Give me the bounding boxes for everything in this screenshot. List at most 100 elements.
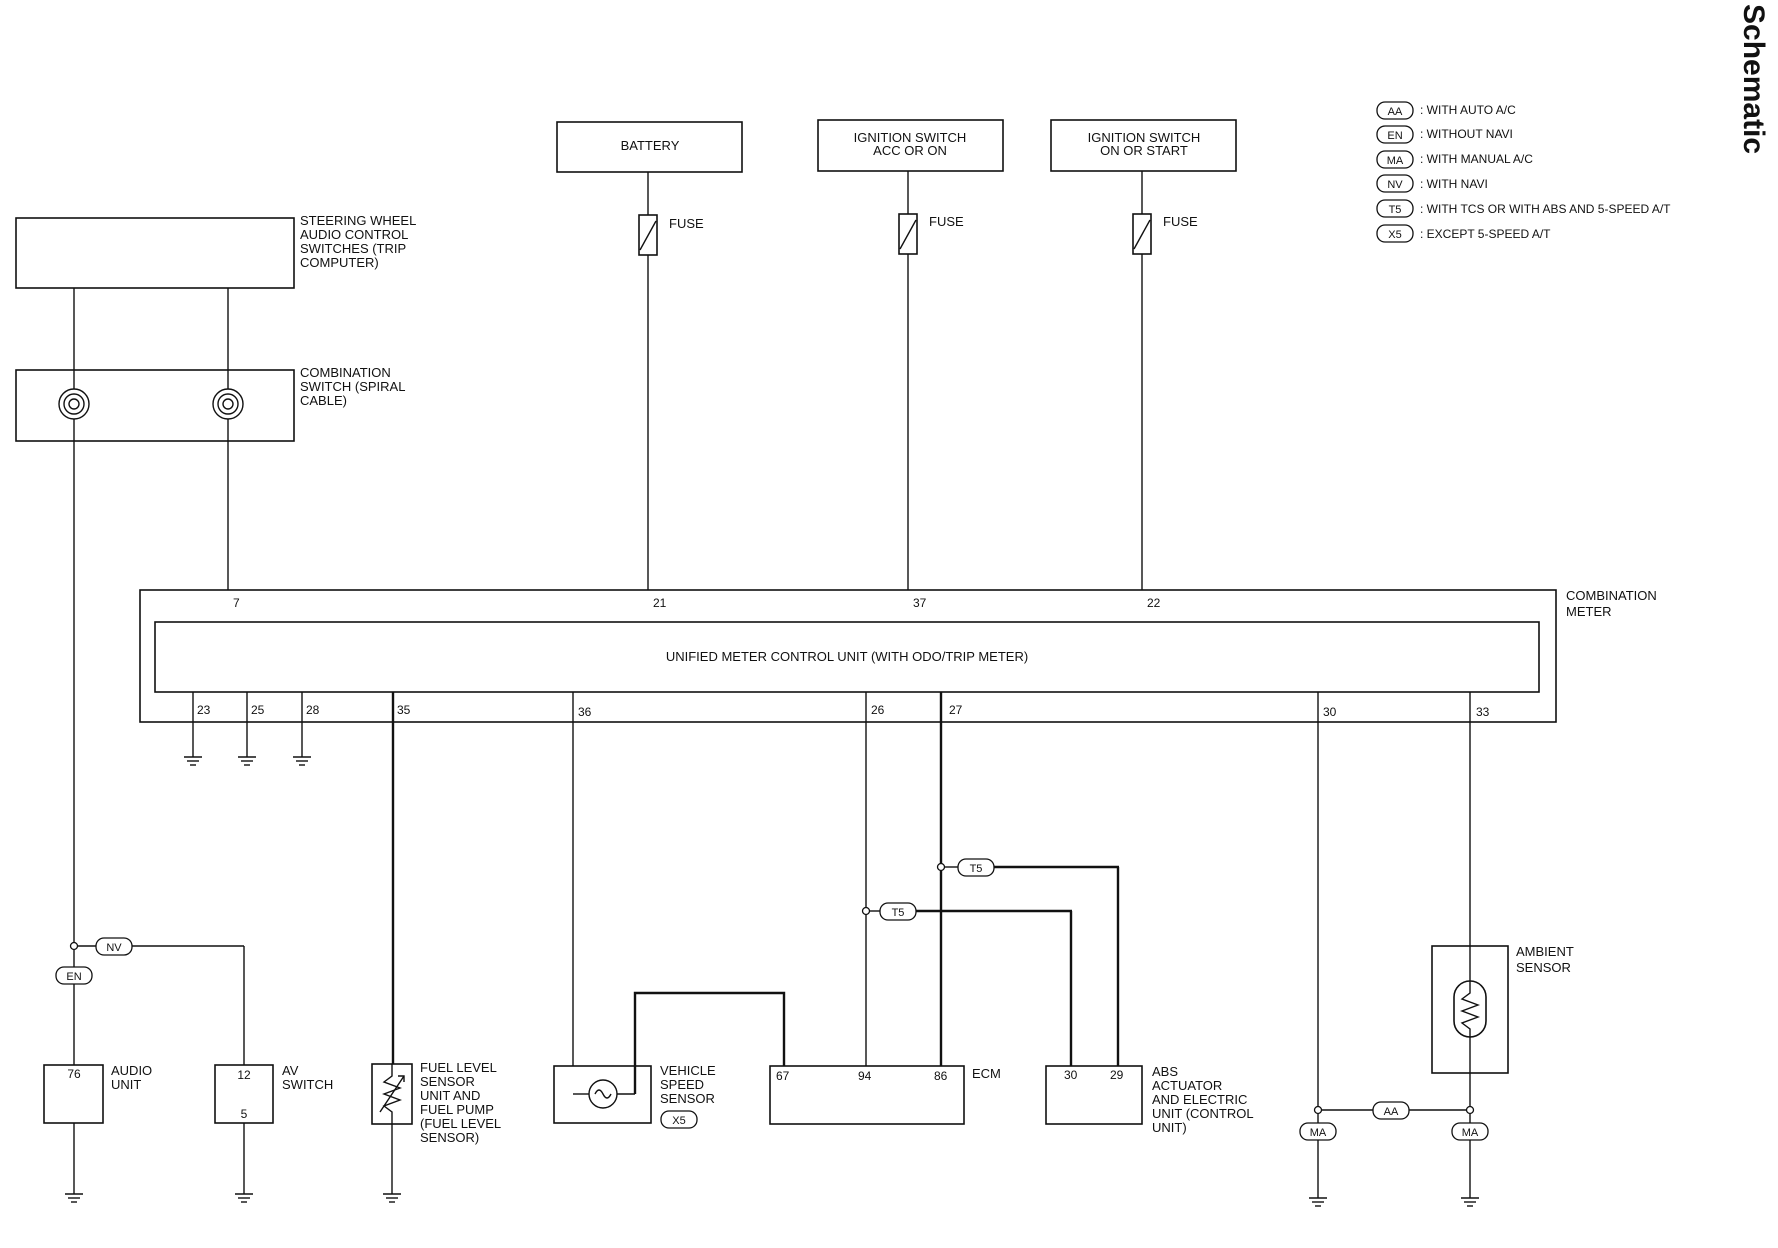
ignition-acc-box: IGNITION SWITCH ACC OR ON — [817, 119, 1004, 172]
legend-tag-en: EN — [1376, 125, 1414, 144]
svg-text:T5: T5 — [1389, 204, 1402, 216]
tag-nv: NV — [95, 937, 133, 956]
legend-text-t5: : WITH TCS OR WITH ABS AND 5-SPEED A/T — [1420, 202, 1671, 216]
svg-text:X5: X5 — [1388, 229, 1401, 241]
ground-pins-23-25-28 — [183, 692, 312, 766]
pin-37: 37 — [913, 596, 927, 610]
legend-tag-ma: MA — [1376, 150, 1414, 169]
svg-text:FUSE: FUSE — [1163, 214, 1198, 229]
svg-text:MA: MA — [1310, 1127, 1327, 1139]
audio-pin-76: 76 — [67, 1067, 81, 1081]
combination-meter-label-line1: COMBINATION — [1566, 588, 1657, 603]
fuel-sensor-label-line1: FUEL LEVEL — [420, 1060, 497, 1075]
legend-tag-x5: X5 — [1376, 224, 1414, 243]
aa-ma-branch — [1308, 1105, 1480, 1207]
abs-pin-29: 29 — [1110, 1068, 1124, 1082]
pin-21: 21 — [653, 596, 667, 610]
svg-text:AA: AA — [1384, 1106, 1399, 1118]
tag-en: EN — [55, 966, 93, 985]
svg-text:AA: AA — [1388, 106, 1403, 118]
av-pin-12: 12 — [237, 1068, 251, 1082]
svg-text:NV: NV — [106, 942, 122, 954]
pin-33: 33 — [1476, 705, 1490, 719]
combination-meter-label-line2: METER — [1566, 604, 1612, 619]
ignition-start-box: IGNITION SWITCH ON OR START — [1050, 119, 1237, 172]
vss-label-line2: SPEED — [660, 1077, 704, 1092]
fuel-sensor-label-line6: SENSOR) — [420, 1130, 479, 1145]
ambient-label-line1: AMBIENT — [1516, 944, 1574, 959]
svg-text:T5: T5 — [970, 863, 983, 875]
vehicle-speed-sensor — [553, 991, 786, 1124]
pin-25: 25 — [251, 703, 265, 717]
vss-label-line1: VEHICLE — [660, 1063, 716, 1078]
ecm-label: ECM — [972, 1066, 1001, 1081]
fuel-sensor-label-line2: SENSOR — [420, 1074, 475, 1089]
ignition-start-fuse: FUSE — [1132, 171, 1198, 622]
abs-unit-box: 30 29 — [1045, 1065, 1143, 1125]
legend: AA : WITH AUTO A/C EN : WITHOUT NAVI MA … — [1376, 101, 1671, 243]
vss-label-line3: SENSOR — [660, 1091, 715, 1106]
ambient-label-line2: SENSOR — [1516, 960, 1571, 975]
battery-fuse: FUSE — [638, 172, 704, 622]
fuel-sensor-label-line5: (FUEL LEVEL — [420, 1116, 501, 1131]
svg-text:T5: T5 — [892, 907, 905, 919]
pin-23: 23 — [197, 703, 211, 717]
abs-label-line4: UNIT (CONTROL — [1152, 1106, 1254, 1121]
svg-text:MA: MA — [1462, 1127, 1479, 1139]
tag-ma-right: MA — [1451, 1122, 1489, 1141]
tag-t5-lower: T5 — [879, 902, 917, 921]
abs-label-line2: ACTUATOR — [1152, 1078, 1222, 1093]
abs-pin-30: 30 — [1064, 1068, 1078, 1082]
tag-aa: AA — [1372, 1101, 1410, 1120]
nv-branch — [69, 941, 245, 1065]
legend-text-en: : WITHOUT NAVI — [1420, 127, 1513, 141]
pin-30: 30 — [1323, 705, 1337, 719]
spiral-cable-label-line1: COMBINATION — [300, 365, 391, 380]
ignition-acc-fuse: FUSE — [898, 171, 964, 622]
steering-wheel-switch-box — [15, 217, 295, 289]
tag-x5: X5 — [660, 1110, 698, 1129]
pin-7: 7 — [233, 596, 240, 610]
fuel-sensor-label-line3: UNIT AND — [420, 1088, 480, 1103]
pin-28: 28 — [306, 703, 320, 717]
control-unit-label: UNIFIED METER CONTROL UNIT (WITH ODO/TRI… — [666, 649, 1028, 664]
ecm-box: 67 94 86 — [769, 1065, 965, 1125]
audio-label-line1: AUDIO — [111, 1063, 152, 1078]
combination-meter: UNIFIED METER CONTROL UNIT (WITH ODO/TRI… — [139, 589, 1557, 723]
av-switch-box: 12 5 — [214, 1064, 274, 1203]
svg-text:FUSE: FUSE — [929, 214, 964, 229]
ecm-pin-94: 94 — [858, 1069, 872, 1083]
tag-t5-upper: T5 — [957, 858, 995, 877]
pin-22: 22 — [1147, 596, 1161, 610]
spiral-cable-label-line3: CABLE) — [300, 393, 347, 408]
spiral-cable-box — [15, 369, 295, 442]
av-label-line1: AV — [282, 1063, 299, 1078]
svg-text:IGNITION SWITCH: IGNITION SWITCH — [854, 130, 967, 145]
abs-label-line1: ABS — [1152, 1064, 1178, 1079]
svg-text:NV: NV — [1387, 179, 1403, 191]
pin-26: 26 — [871, 703, 885, 717]
audio-unit-box: 76 — [43, 1064, 104, 1203]
av-pin-5: 5 — [241, 1107, 248, 1121]
tag-ma-left: MA — [1299, 1122, 1337, 1141]
svg-text:ACC OR ON: ACC OR ON — [873, 143, 947, 158]
pin-36: 36 — [578, 705, 592, 719]
fuel-level-sensor — [371, 1063, 413, 1203]
svg-text:EN: EN — [1387, 130, 1402, 142]
legend-tag-aa: AA — [1376, 101, 1414, 120]
svg-text:EN: EN — [66, 971, 81, 983]
svg-text:FUSE: FUSE — [669, 216, 704, 231]
svg-text:X5: X5 — [672, 1115, 685, 1127]
ecm-pin-86: 86 — [934, 1069, 948, 1083]
legend-tag-nv: NV — [1376, 174, 1414, 193]
pin-35: 35 — [397, 703, 411, 717]
t5-branch-lower — [861, 906, 1073, 1066]
legend-text-ma: : WITH MANUAL A/C — [1420, 152, 1533, 166]
legend-text-nv: : WITH NAVI — [1420, 177, 1488, 191]
steering-switch-label-line2: AUDIO CONTROL — [300, 227, 408, 242]
legend-text-x5: : EXCEPT 5-SPEED A/T — [1420, 227, 1551, 241]
page-heading: Schematic — [1737, 4, 1770, 154]
ecm-pin-67: 67 — [776, 1069, 790, 1083]
legend-text-aa: : WITH AUTO A/C — [1420, 103, 1516, 117]
spiral-cable-label-line2: SWITCH (SPIRAL — [300, 379, 405, 394]
